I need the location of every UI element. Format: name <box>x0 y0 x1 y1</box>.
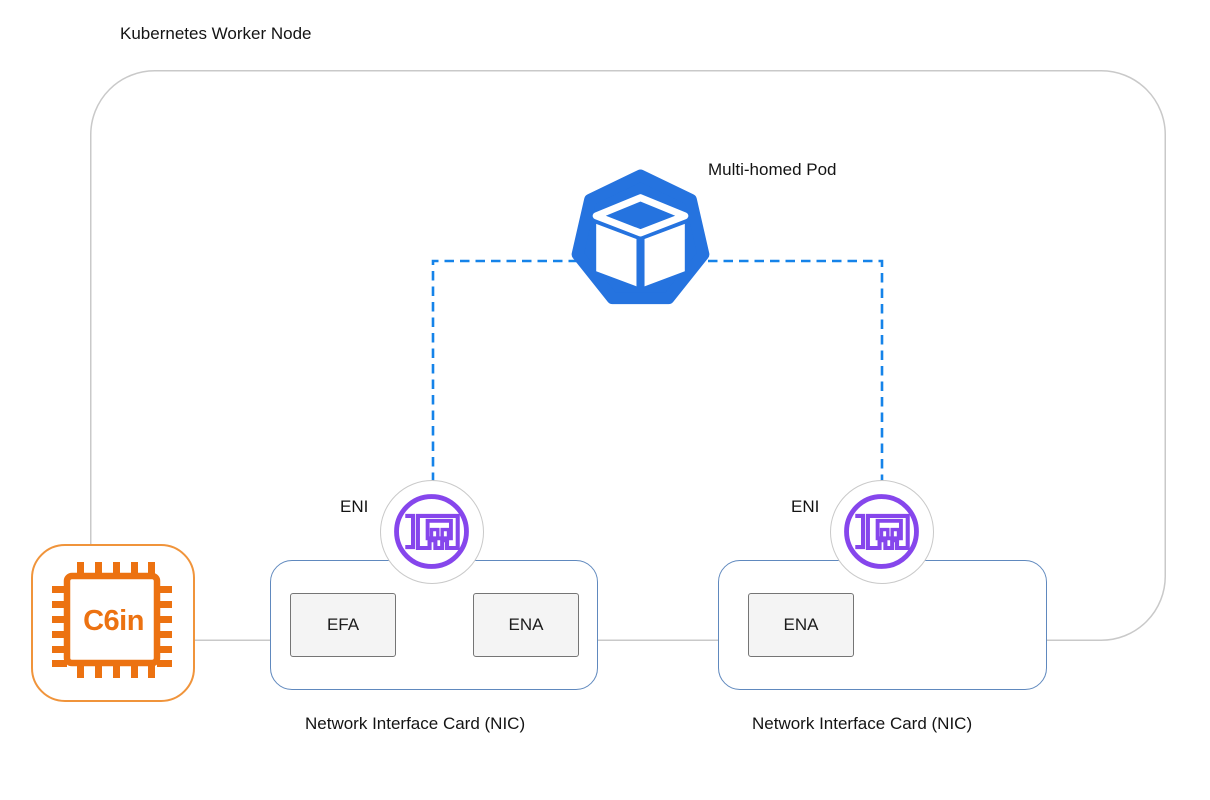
eni-glyph <box>844 494 919 569</box>
worker-node-boundary <box>90 70 1166 641</box>
elastic-network-interface-icon <box>830 480 934 584</box>
chip-pins <box>52 562 172 678</box>
chip-glyph <box>52 562 172 678</box>
pod-label: Multi-homed Pod <box>708 160 837 179</box>
eni-left-label: ENI <box>340 497 369 516</box>
nic-right-caption: Network Interface Card (NIC) <box>752 714 973 733</box>
pod-cube-left-face <box>596 223 637 287</box>
eni-glyph <box>394 494 469 569</box>
chip-body <box>63 572 161 667</box>
worker-node-title: Kubernetes Worker Node <box>120 24 312 43</box>
instance-type-label: C6in <box>83 604 144 637</box>
eni-right-label: ENI <box>791 497 820 516</box>
ec2-instance-chip-icon: C6in <box>31 544 195 702</box>
pod-to-eni-dashed-links <box>431 259 884 482</box>
ena-adapter-box: ENA <box>473 593 579 657</box>
elastic-network-interface-icon <box>380 480 484 584</box>
nic-left-caption: Network Interface Card (NIC) <box>305 714 526 733</box>
pod-cube-top-face <box>592 194 689 237</box>
kubernetes-pod-icon <box>571 169 710 305</box>
pod-cube-right-face <box>644 223 685 287</box>
efa-adapter-box: EFA <box>290 593 396 657</box>
ena-adapter-box: ENA <box>748 593 854 657</box>
